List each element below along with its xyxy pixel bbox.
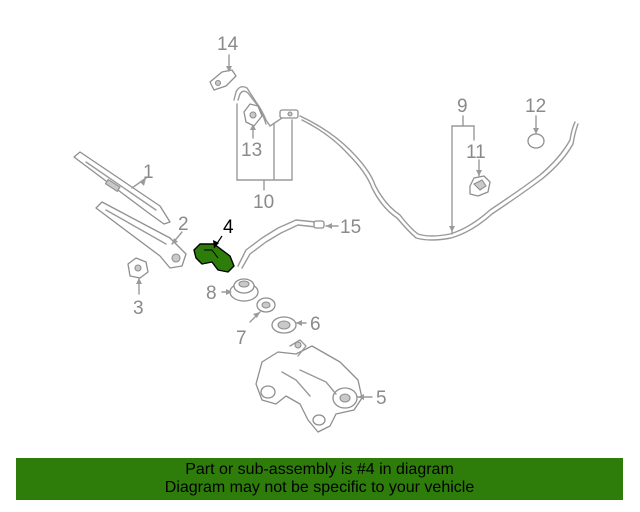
parts-diagram: 1 2 3 4 5 6 7 8 9 10 11 12 13 14 15 (73, 34, 579, 433)
label-14: 14 (217, 34, 239, 55)
label-7: 7 (236, 328, 247, 349)
part-6-grommet (271, 316, 307, 334)
part-10-leader (236, 103, 293, 191)
label-2: 2 (178, 214, 189, 235)
label-15: 15 (340, 217, 361, 238)
label-12: 12 (525, 96, 546, 117)
label-13: 13 (241, 140, 262, 161)
banner-line-2: Diagram may not be specific to your vehi… (164, 479, 475, 496)
part-5-motor (255, 339, 373, 433)
part-14-bracket (209, 54, 237, 91)
leader-arrows (136, 66, 539, 400)
label-6: 6 (310, 314, 321, 335)
part-4-cover[interactable] (193, 235, 235, 273)
part-4-arrow (213, 240, 219, 248)
label-5: 5 (376, 388, 387, 409)
label-11: 11 (466, 142, 486, 163)
part-3-cap (127, 257, 149, 295)
label-1: 1 (143, 162, 154, 183)
part-1-wiper-blade (73, 151, 171, 225)
label-8: 8 (206, 283, 217, 304)
part-8-nut (221, 278, 259, 302)
part-9-leader (451, 115, 475, 235)
label-3: 3 (133, 298, 144, 319)
part-15-hose (237, 219, 339, 269)
label-9: 9 (457, 96, 468, 117)
part-labels: 1 2 3 4 5 6 7 8 9 10 11 12 13 14 15 (133, 34, 546, 409)
label-10: 10 (253, 192, 274, 213)
banner-line-1: Part or sub-assembly is #4 in diagram (185, 461, 454, 478)
part-13-clip (243, 103, 263, 139)
part-2-wiper-arm (95, 201, 187, 269)
part-7-washer (249, 297, 276, 323)
washer-hose-lines (233, 85, 579, 241)
notice-banner: Part or sub-assembly is #4 in diagram Di… (16, 458, 623, 500)
label-4: 4 (223, 217, 234, 238)
part-11-nozzle (469, 159, 491, 197)
hose-connector (279, 109, 299, 119)
